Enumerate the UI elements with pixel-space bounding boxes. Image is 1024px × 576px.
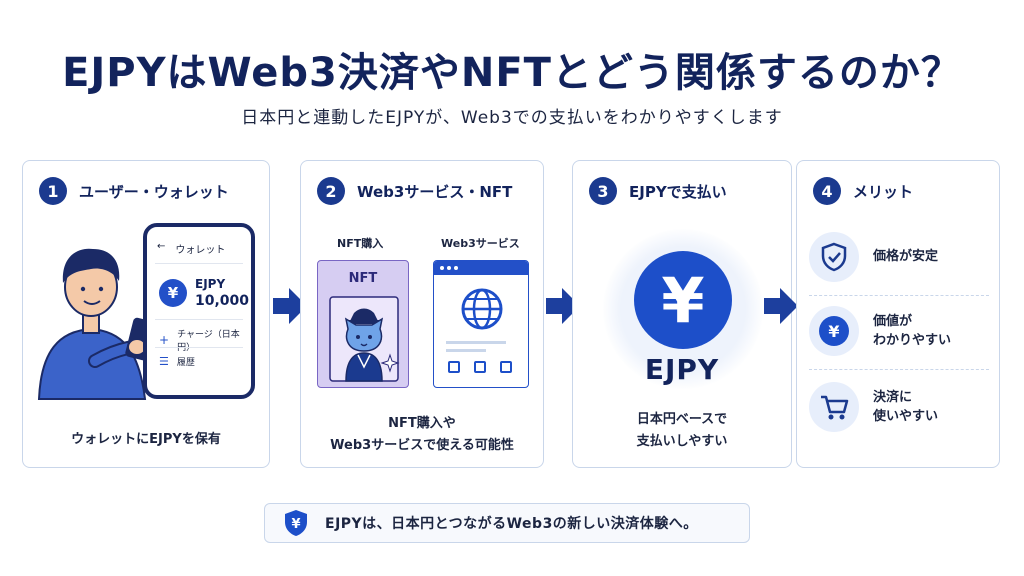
web3-service-label: Web3サービス: [441, 237, 520, 250]
footer-text: EJPYは、日本円とつながるWeb3の新しい決済体験へ。: [325, 516, 698, 532]
history-label: 履歴: [176, 358, 195, 368]
plus-icon: +: [159, 333, 170, 347]
yen-coin-icon: ¥: [809, 306, 859, 356]
wallet-balance: 10,000: [195, 293, 250, 309]
step-card-web3: 2 Web3サービス・NFT NFT購入 Web3サービス NFT: [300, 160, 544, 468]
svg-text:¥: ¥: [291, 517, 300, 532]
flow-arrow-icon: [546, 288, 580, 324]
wallet-header: ウォレット: [175, 245, 226, 256]
step-title: メリット: [853, 182, 914, 201]
step-caption: 日本円ベースで 支払いしやすい: [573, 409, 791, 453]
web3-service-window[interactable]: [433, 260, 529, 388]
yen-shield-icon: ¥: [285, 510, 307, 536]
shopping-cart-icon: [809, 382, 859, 432]
ejpy-label: EJPY: [644, 353, 720, 386]
step-title: Web3サービス・NFT: [357, 182, 513, 201]
merit-item: ¥ 価値が わかりやすい: [809, 303, 989, 359]
wallet-currency: EJPY: [195, 277, 226, 291]
placeholder-tile: [448, 361, 460, 373]
list-icon: ☰: [159, 355, 169, 368]
placeholder-tile: [474, 361, 486, 373]
step-title: ユーザー・ウォレット: [79, 182, 229, 201]
step-number: 4: [813, 177, 841, 205]
page-title: EJPYはWeb3決済やNFTとどう関係するのか？: [62, 50, 962, 96]
step-number: 2: [317, 177, 345, 205]
nft-card-label: NFT: [348, 271, 378, 286]
merit-label: 価値が: [873, 313, 913, 329]
nft-purchase-label: NFT購入: [337, 237, 384, 250]
footer-banner: ¥ EJPYは、日本円とつながるWeb3の新しい決済体験へ。: [264, 503, 750, 543]
merit-item: 決済に 使いやすい: [809, 379, 989, 435]
step-number: 3: [589, 177, 617, 205]
caption-line: 支払いしやすい: [636, 434, 728, 450]
history-row[interactable]: ☰ 履歴: [159, 355, 195, 368]
merit-item: 価格が安定: [809, 229, 989, 285]
step-card-merits: 4 メリット 価格が安定 ¥ 価値が わかりやすい: [796, 160, 1000, 468]
step-caption: ウォレットにEJPYを保有: [71, 432, 221, 447]
charge-label: チャージ（日本円）: [177, 330, 240, 353]
merit-label: わかりやすい: [873, 333, 952, 348]
nft-card[interactable]: NFT: [317, 260, 409, 388]
caption-line: NFT購入や: [388, 416, 456, 431]
yen-coin-icon: ¥: [159, 279, 187, 307]
merit-label: 決済に: [873, 389, 913, 405]
yen-coin-icon: ¥: [634, 251, 732, 349]
page-subtitle: 日本円と連動したEJPYが、Web3での支払いをわかりやすくします: [241, 108, 783, 128]
step-title: EJPYで支払い: [629, 182, 727, 201]
merit-label: 価格が安定: [873, 249, 939, 265]
step-card-payment: 3 EJPYで支払い ¥ EJPY 日本円ベースで 支払いしやすい: [572, 160, 792, 468]
globe-icon: [461, 288, 503, 330]
merit-label: 使いやすい: [873, 409, 939, 424]
back-arrow-icon[interactable]: ←: [157, 241, 166, 252]
step-card-wallet: 1 ユーザー・ウォレット ← ウォレット ¥ EJPY 10,000 +: [22, 160, 270, 468]
placeholder-tile: [500, 361, 512, 373]
caption-line: 日本円ベースで: [636, 412, 728, 427]
caption-line: Web3サービスで使える可能性: [330, 438, 514, 454]
wallet-phone: ← ウォレット ¥ EJPY 10,000 + チャージ（日本円） ☰ 履歴: [143, 223, 255, 399]
shield-check-icon: [809, 232, 859, 282]
flow-arrow-icon: [273, 288, 307, 324]
charge-row[interactable]: + チャージ（日本円）: [159, 327, 251, 353]
step-caption: NFT購入や Web3サービスで使える可能性: [301, 413, 543, 457]
cat-avatar-icon: [329, 296, 400, 382]
step-number: 1: [39, 177, 67, 205]
flow-arrow-icon: [764, 288, 798, 324]
